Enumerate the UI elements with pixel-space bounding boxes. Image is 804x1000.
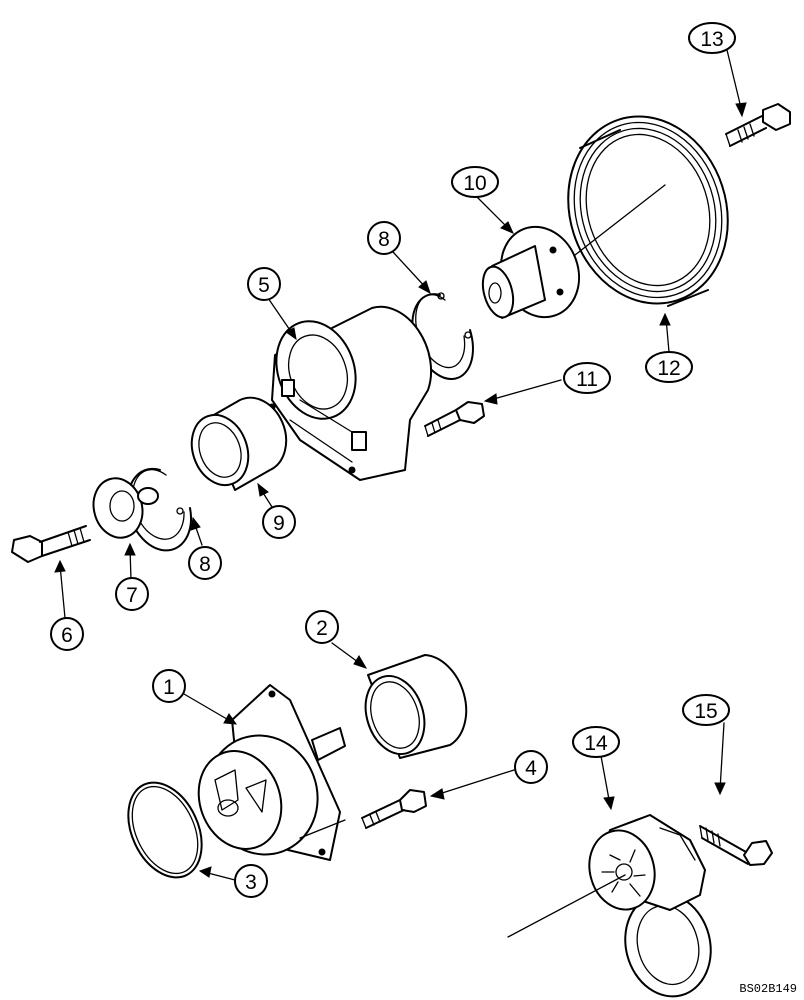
part-15-bolt bbox=[699, 825, 773, 866]
callout-5-text: 5 bbox=[258, 274, 270, 297]
part-3-o-ring bbox=[127, 781, 203, 879]
part-9-bearing bbox=[190, 396, 288, 491]
callout-8-upper-text: 8 bbox=[378, 228, 390, 251]
part-2-sleeve bbox=[364, 654, 468, 759]
callout-11: 11 bbox=[563, 362, 611, 394]
part-1-water-pump bbox=[197, 684, 346, 861]
callout-9-text: 9 bbox=[273, 512, 285, 535]
reference-code: BS02B149 bbox=[739, 982, 797, 996]
callout-8-lower-text: 8 bbox=[199, 553, 211, 576]
callout-1: 1 bbox=[152, 669, 186, 703]
callout-4-text: 4 bbox=[525, 757, 537, 780]
callout-1-text: 1 bbox=[163, 676, 175, 699]
part-6-bolt bbox=[11, 525, 91, 563]
callout-9: 9 bbox=[262, 505, 296, 539]
part-4-bolt bbox=[361, 789, 427, 829]
part-13-bolt bbox=[725, 103, 791, 147]
callout-14: 14 bbox=[572, 726, 620, 758]
callout-4: 4 bbox=[514, 750, 548, 784]
part-12-pulley bbox=[567, 115, 729, 307]
callout-6: 6 bbox=[50, 617, 84, 651]
callout-12-text: 12 bbox=[657, 357, 680, 380]
part-7-seal-plate bbox=[92, 477, 159, 539]
part-11-bolt bbox=[424, 401, 485, 437]
callout-7: 7 bbox=[115, 577, 149, 611]
callout-10: 10 bbox=[451, 166, 499, 198]
callout-15-text: 15 bbox=[694, 700, 717, 723]
callout-3-text: 3 bbox=[245, 871, 257, 894]
leader-lines bbox=[54, 49, 747, 881]
callout-5: 5 bbox=[247, 267, 281, 301]
part-10-hub bbox=[481, 225, 581, 319]
callout-13-text: 13 bbox=[700, 28, 723, 51]
callout-8-upper: 8 bbox=[367, 221, 401, 255]
callout-14-text: 14 bbox=[584, 732, 608, 755]
callout-2: 2 bbox=[305, 610, 339, 644]
callout-11-text: 11 bbox=[576, 368, 598, 391]
callout-10-text: 10 bbox=[463, 172, 486, 195]
callout-7-text: 7 bbox=[126, 584, 138, 607]
part-5-housing bbox=[268, 305, 433, 481]
callout-8-lower: 8 bbox=[188, 546, 222, 580]
part-14-tensioner bbox=[507, 814, 712, 998]
callout-3: 3 bbox=[234, 864, 268, 898]
callout-6-text: 6 bbox=[61, 624, 73, 647]
callout-13: 13 bbox=[688, 22, 736, 54]
callout-15: 15 bbox=[682, 694, 730, 726]
callout-2-text: 2 bbox=[316, 617, 328, 640]
callout-12: 12 bbox=[645, 351, 693, 383]
